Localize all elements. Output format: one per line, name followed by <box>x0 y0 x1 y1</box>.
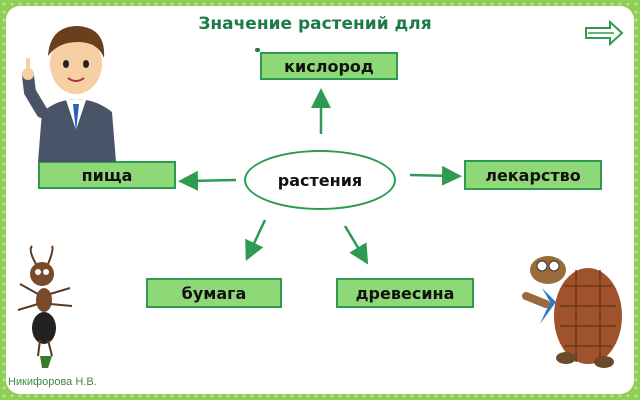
node-food: пища <box>38 161 176 189</box>
node-paper: бумага <box>146 278 282 308</box>
arrow-to-paper <box>245 219 267 262</box>
node-wood: древесина <box>336 278 474 308</box>
ant-illustration <box>17 245 73 368</box>
businessman-illustration <box>22 26 116 162</box>
node-medicine: лекарство <box>464 160 602 190</box>
center-node: растения <box>244 150 396 210</box>
arrow-to-wood <box>343 225 369 265</box>
double-arrow-right-icon[interactable] <box>584 20 624 46</box>
turtle-illustration <box>522 256 622 368</box>
node-oxygen: кислород <box>260 52 398 80</box>
center-label: растения <box>277 170 363 190</box>
arrow-to-food <box>178 170 237 191</box>
title-overflow-mark <box>255 48 260 52</box>
arrow-to-medicine <box>409 165 462 186</box>
slide-title: Значение растений для <box>198 14 432 34</box>
author-credit: Никифорова Н.В. <box>8 376 97 388</box>
